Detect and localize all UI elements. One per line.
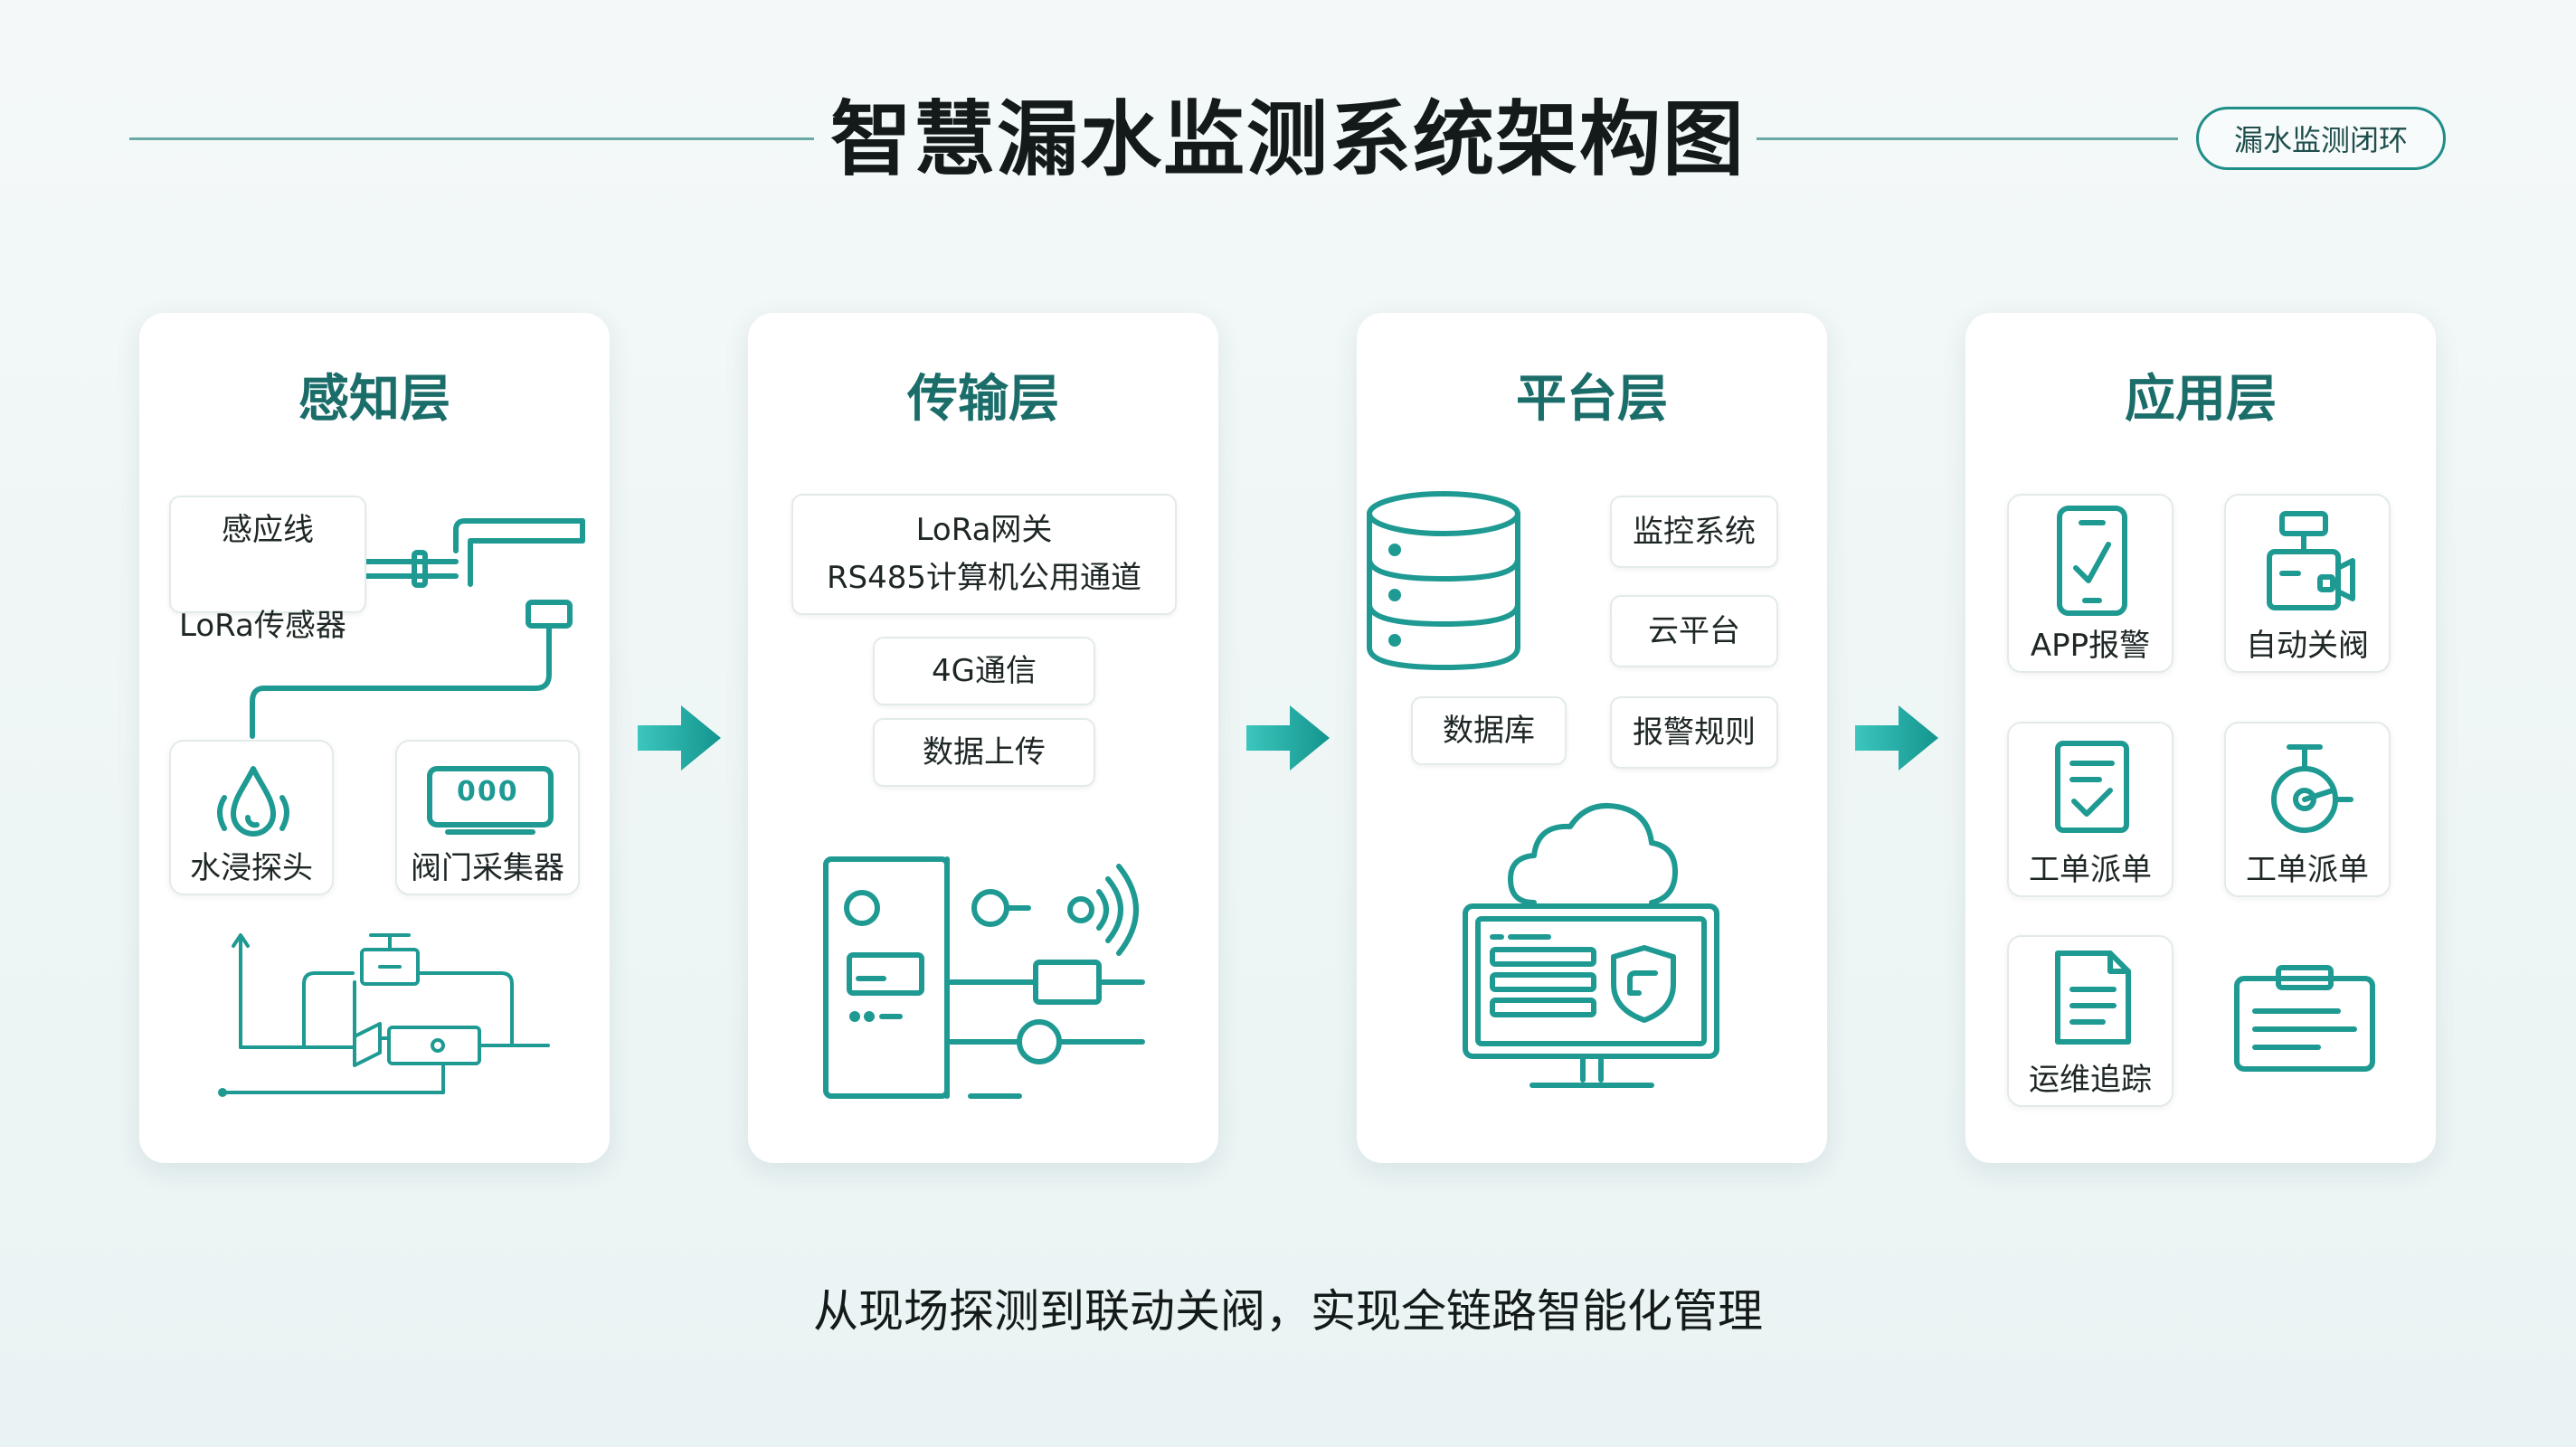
loop-badge[interactable]: 漏水监测闭环	[2196, 107, 2446, 170]
transport-layer-panel: 传输层 LoRa网关 RS485计算机公用通道 4G通信 数据上传	[748, 313, 1218, 1163]
cloud-platform-label: 云平台	[1648, 612, 1740, 649]
alarm-rules-label: 报警规则	[1633, 714, 1756, 751]
ops-tracking-tile[interactable]: 运维追踪	[2007, 935, 2174, 1107]
app-alarm-tile[interactable]: APP报警	[2007, 494, 2174, 673]
upload-chip[interactable]: 数据上传	[873, 718, 1095, 787]
monitor-system-chip[interactable]: 监控系统	[1610, 496, 1778, 568]
collector-display-text: 000	[457, 776, 519, 808]
water-drop-icon	[217, 766, 289, 837]
database-chip[interactable]: 数据库	[1411, 696, 1567, 765]
document-icon	[2055, 950, 2131, 1045]
sensor-line-label: 感应线	[222, 512, 314, 548]
footer-tagline: 从现场探测到联动关阀，实现全链路智能化管理	[813, 1285, 1763, 1338]
title-divider-left	[129, 137, 814, 140]
monitor-system-label: 监控系统	[1633, 513, 1756, 550]
cloud-platform-chip[interactable]: 云平台	[1610, 595, 1778, 667]
sensing-layer-panel: 感知层 感应线 LoRa传感器 水浸探头	[139, 313, 610, 1163]
valve-pipe-icon	[218, 933, 550, 1097]
gateway-device-icon	[823, 856, 1145, 1099]
flow-arrow-1-icon	[638, 705, 721, 771]
cloud-monitor-icon	[1463, 803, 1719, 1088]
database-icon	[1367, 491, 1520, 670]
auto-valve-label: 自动关阀	[2246, 628, 2369, 664]
valve-collector-tile[interactable]: 000 阀门采集器	[395, 740, 580, 895]
flow-arrow-2-icon	[1246, 705, 1330, 771]
application-layer-panel: 应用层 APP报警 自动关阀	[1965, 313, 2436, 1163]
platform-layer-panel: 平台层 监控系统 云平台 数据库 报警规则	[1357, 313, 1827, 1163]
work-order-label-1: 工单派单	[2029, 852, 2152, 888]
application-layer-title: 应用层	[2125, 370, 2277, 429]
valve-collector-label: 阀门采集器	[411, 850, 564, 886]
gateway-chip[interactable]: LoRa网关 RS485计算机公用通道	[791, 494, 1177, 615]
app-alarm-label: APP报警	[2030, 628, 2151, 664]
cellular-label: 4G通信	[932, 652, 1037, 689]
checklist-icon	[2055, 741, 2129, 833]
collector-display-icon	[427, 766, 554, 835]
page-title: 智慧漏水监测系统架构图	[830, 92, 1746, 187]
flow-arrow-3-icon	[1855, 705, 1938, 771]
gateway-label: LoRa网关	[915, 512, 1053, 549]
work-order-label-2: 工单派单	[2246, 852, 2369, 888]
sensor-line-chip: 感应线	[169, 496, 366, 613]
cellular-chip[interactable]: 4G通信	[873, 637, 1095, 705]
sensing-layer-title: 感知层	[298, 370, 450, 429]
water-probe-label: 水浸探头	[190, 850, 313, 886]
database-label: 数据库	[1443, 712, 1535, 749]
work-order-tile-2[interactable]: 工单派单	[2224, 722, 2391, 897]
auto-valve-tile[interactable]: 自动关阀	[2224, 494, 2391, 673]
valve-wheel-icon	[2271, 744, 2353, 833]
platform-layer-title: 平台层	[1516, 370, 1668, 429]
rs485-label: RS485计算机公用通道	[826, 560, 1142, 596]
work-order-tile-1[interactable]: 工单派单	[2007, 722, 2174, 897]
water-probe-tile[interactable]: 水浸探头	[169, 740, 334, 895]
transport-layer-title: 传输层	[907, 370, 1059, 429]
upload-label: 数据上传	[923, 733, 1046, 771]
valve-actuator-icon	[2267, 511, 2355, 610]
phone-alert-icon	[2057, 506, 2127, 616]
alarm-rules-chip[interactable]: 报警规则	[1610, 696, 1778, 769]
lora-sensor-label: LoRa传感器	[179, 608, 346, 644]
clipboard-icon[interactable]	[1965, 313, 2436, 1163]
ops-tracking-label: 运维追踪	[2029, 1062, 2152, 1098]
title-divider-right	[1757, 137, 2178, 140]
